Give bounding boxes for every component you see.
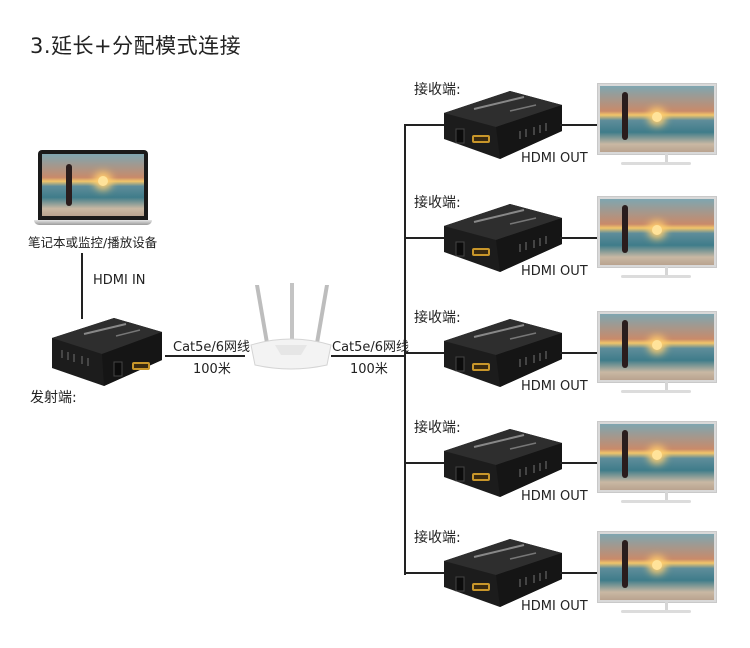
receiver-label: 接收端:: [414, 195, 461, 211]
hdmi-out-cable: [560, 572, 600, 574]
cable-left-type-label: Cat5e/6网线: [173, 340, 251, 355]
receiver-device: [440, 537, 564, 609]
cable-right-type-label: Cat5e/6网线: [332, 340, 410, 355]
transmitter-device: [44, 316, 164, 388]
hdmi-in-label: HDMI IN: [93, 273, 146, 288]
hdmi-extender-icon: [444, 204, 562, 272]
hdmi-in-cable: [81, 253, 83, 319]
hdmi-extender-icon: [444, 319, 562, 387]
cable-left: [165, 355, 245, 357]
transmitter-label: 发射端:: [30, 390, 77, 406]
cable-right: [331, 355, 406, 357]
receiver-label: 接收端:: [414, 310, 461, 326]
monitor-icon: [597, 83, 717, 165]
hdmi-extender-icon: [444, 91, 562, 159]
receiver-device: [440, 202, 564, 274]
hdmi-out-label: HDMI OUT: [521, 151, 588, 166]
source-device-label: 笔记本或监控/播放设备: [28, 235, 158, 250]
monitor-icon: [597, 311, 717, 393]
monitor-icon: [597, 531, 717, 613]
hdmi-out-cable: [560, 462, 600, 464]
hdmi-extender-icon: [444, 539, 562, 607]
receiver-branch-cable: [405, 237, 445, 239]
cable-right-distance-label: 100米: [350, 362, 388, 377]
receiver-branch-cable: [405, 352, 445, 354]
monitor-icon: [597, 196, 717, 278]
distribution-trunk: [404, 124, 406, 575]
hdmi-out-label: HDMI OUT: [521, 379, 588, 394]
receiver-device: [440, 89, 564, 161]
receiver-device: [440, 317, 564, 389]
hdmi-out-label: HDMI OUT: [521, 264, 588, 279]
hdmi-out-cable: [560, 352, 600, 354]
monitor-icon: [597, 421, 717, 503]
receiver-branch-cable: [405, 124, 445, 126]
hdmi-out-label: HDMI OUT: [521, 599, 588, 614]
receiver-label: 接收端:: [414, 530, 461, 546]
hdmi-out-cable: [560, 124, 600, 126]
hdmi-out-label: HDMI OUT: [521, 489, 588, 504]
receiver-label: 接收端:: [414, 82, 461, 98]
receiver-branch-cable: [405, 572, 445, 574]
receiver-branch-cable: [405, 462, 445, 464]
laptop-icon: [34, 150, 152, 226]
hdmi-extender-icon: [52, 318, 162, 386]
hdmi-out-cable: [560, 237, 600, 239]
hdmi-extender-icon: [444, 429, 562, 497]
page-title: 3.延长+分配模式连接: [30, 34, 242, 58]
router-icon: [245, 283, 337, 373]
receiver-device: [440, 427, 564, 499]
receiver-label: 接收端:: [414, 420, 461, 436]
cable-left-distance-label: 100米: [193, 362, 231, 377]
